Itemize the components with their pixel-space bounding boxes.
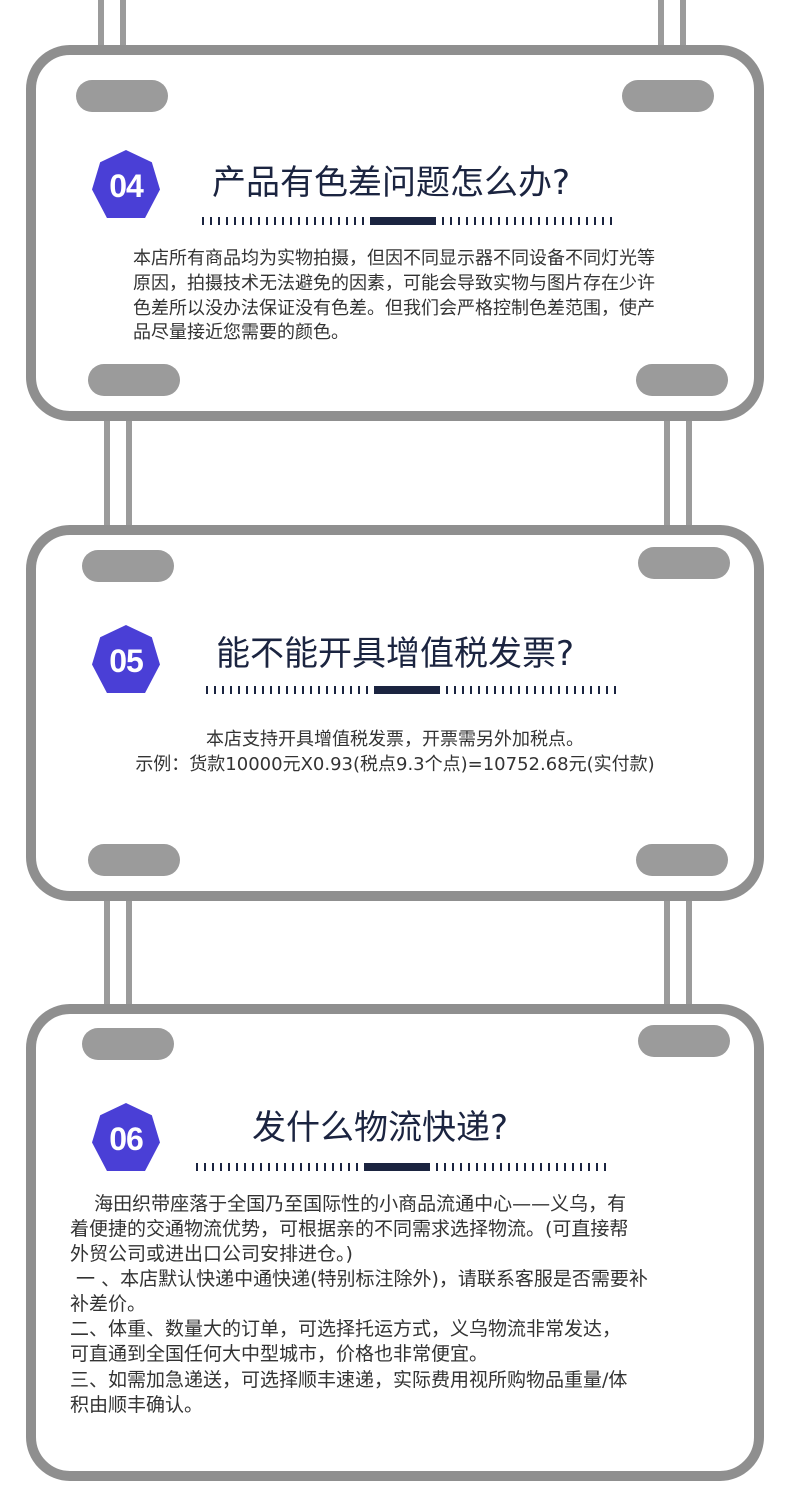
answer-line: 三、如需加急递送，可选择顺丰速递，实际费用视所购物品重量/体 <box>70 1368 628 1391</box>
answer-line: 示例：货款10000元X0.93(税点9.3个点)=10752.68元(实付款) <box>135 753 655 775</box>
faq-number-badge: 06 <box>92 1103 160 1171</box>
dotted-divider <box>196 1163 606 1171</box>
hanger-tab <box>638 547 730 579</box>
answer-line: 着便捷的交通物流优势，可根据亲的不同需求选择物流。(可直接帮 <box>70 1218 629 1241</box>
answer-line: 本店支持开具增值税发票，开票需另外加税点。 <box>206 729 584 750</box>
hanger-tab <box>88 844 180 876</box>
faq-question-title: 能不能开具增值税发票? <box>216 634 575 674</box>
answer-line: 色差所以没办法保证没有色差。但我们会严格控制色差范围，使产 <box>133 297 655 319</box>
faq-card-06 <box>26 1004 764 1481</box>
answer-line: 本店所有商品均为实物拍摄，但因不同显示器不同设备不同灯光等 <box>133 248 655 269</box>
faq-answer-text: 本店支持开具增值税发票，开票需另外加税点。示例：货款10000元X0.93(税点… <box>100 728 690 778</box>
hanger-tab <box>82 1028 174 1060</box>
answer-line: 外贸公司或进出口公司安排进仓。) <box>70 1243 353 1266</box>
faq-number-badge: 05 <box>92 625 160 693</box>
faq-answer-text: 海田织带座落于全国乃至国际性的小商品流通中心——义乌，有着便捷的交通物流优势，可… <box>70 1192 750 1418</box>
hanger-tab <box>82 550 174 582</box>
hanger-tab <box>638 1025 730 1057</box>
dotted-divider <box>202 217 612 225</box>
faq-question-title: 发什么物流快递? <box>252 1108 509 1148</box>
faq-question-title: 产品有色差问题怎么办? <box>212 163 571 203</box>
hanger-tab <box>76 80 168 112</box>
hanger-tab <box>636 844 728 876</box>
answer-line: 二、体重、数量大的订单，可选择托运方式，义乌物流非常发达， <box>70 1318 622 1341</box>
hanger-tab <box>622 80 714 112</box>
answer-line: 原因，拍摄技术无法避免的因素，可能会导致实物与图片存在少许 <box>133 272 655 294</box>
answer-line: 积由顺丰确认。 <box>70 1393 204 1416</box>
dotted-divider <box>206 686 616 694</box>
answer-line: 一 、本店默认快递中通快递(特别标注除外)，请联系客服是否需要补 <box>70 1268 648 1291</box>
hanger-tab <box>88 364 180 396</box>
answer-line: 补差价。 <box>70 1293 147 1316</box>
hanger-tab <box>636 364 728 396</box>
faq-number-badge: 04 <box>92 150 160 218</box>
answer-line: 可直通到全国任何大中型城市，价格也非常便宜。 <box>70 1343 489 1366</box>
faq-answer-text: 本店所有商品均为实物拍摄，但因不同显示器不同设备不同灯光等原因，拍摄技术无法避免… <box>133 247 733 346</box>
answer-line: 品尽量接近您需要的颜色。 <box>133 322 349 344</box>
answer-line: 海田织带座落于全国乃至国际性的小商品流通中心——义乌，有 <box>70 1193 627 1215</box>
faq-card-05 <box>26 525 764 901</box>
